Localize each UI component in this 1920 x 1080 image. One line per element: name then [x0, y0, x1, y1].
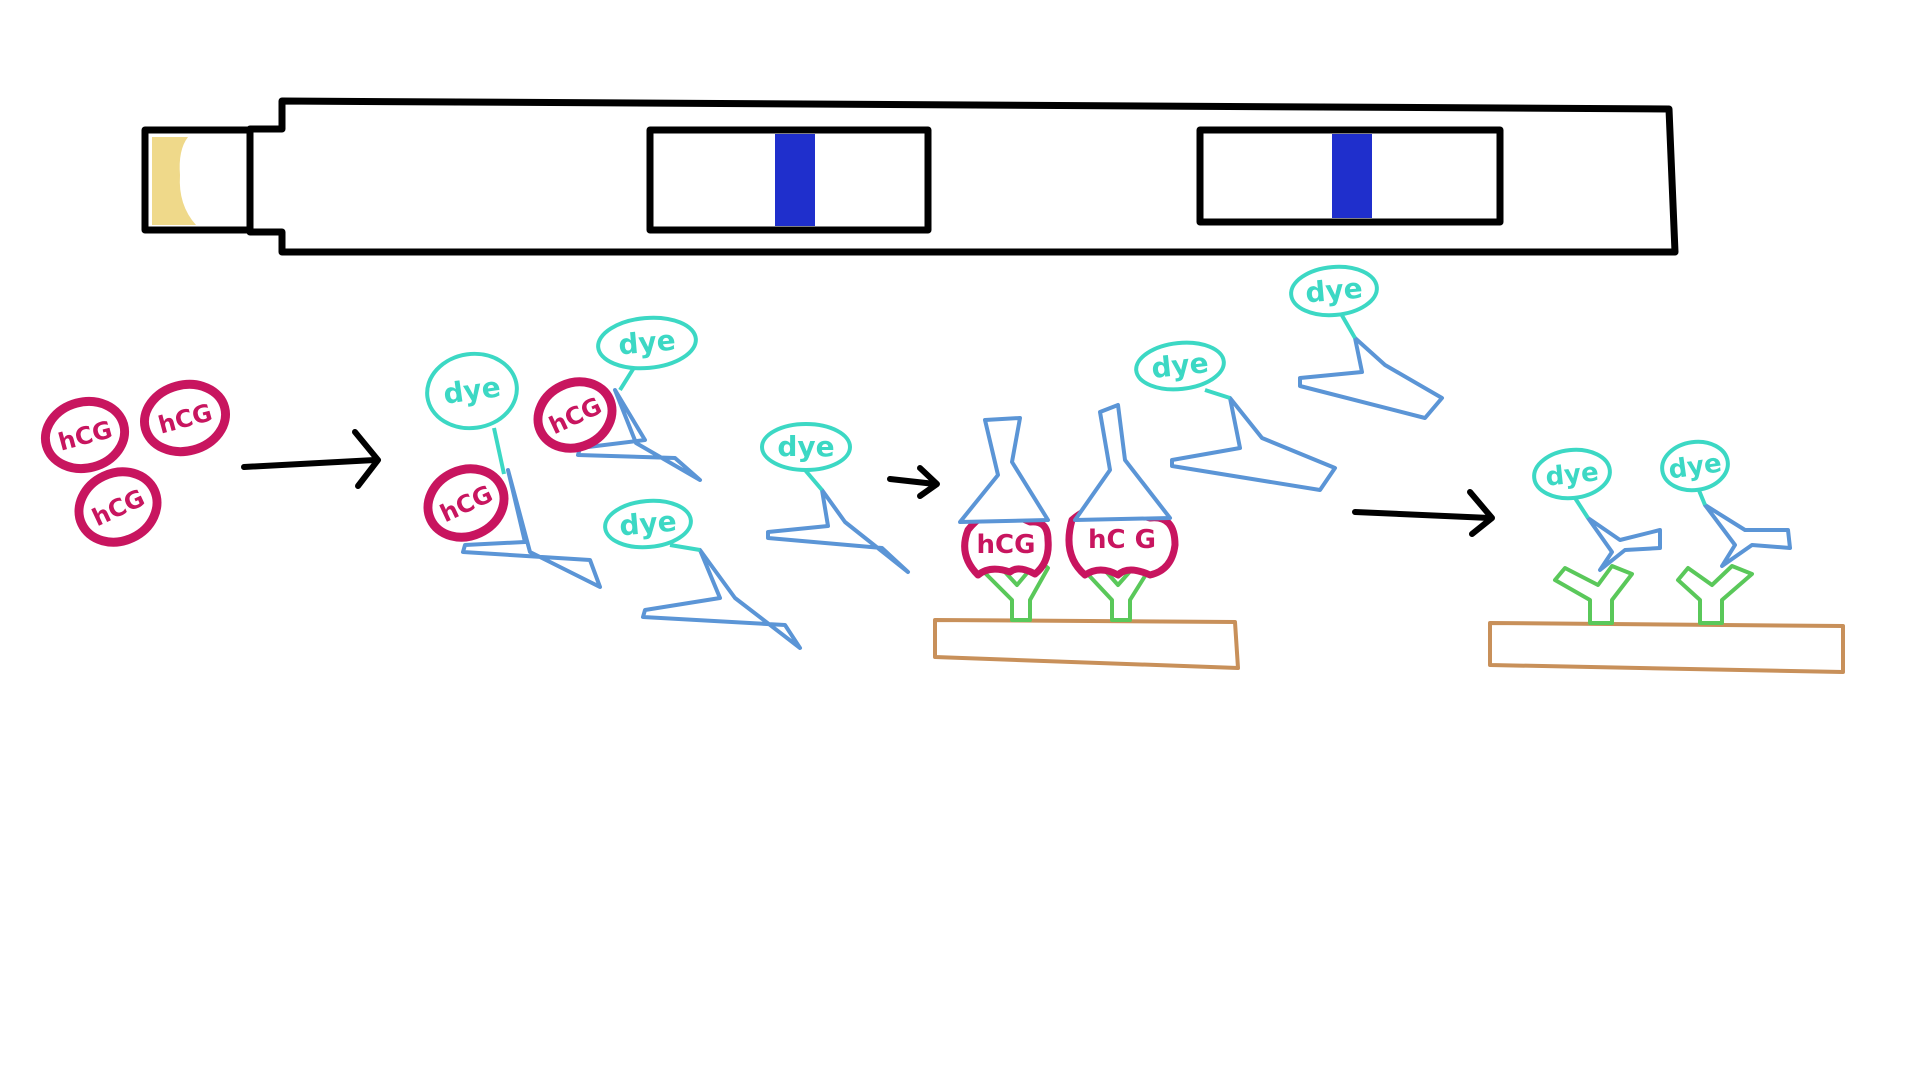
- mobile-antibody: [1170, 396, 1337, 492]
- svg-text:dye: dye: [441, 370, 502, 411]
- mobile-antibody: [766, 488, 910, 574]
- dye-antibody: dye: [603, 498, 802, 650]
- dye-antibody: dye: [760, 422, 910, 574]
- hcg-molecule: hCG: [40, 396, 130, 474]
- dye-antibody: dye: [1289, 264, 1444, 420]
- mobile-antibody: [1703, 503, 1792, 568]
- dye-label: dye: [425, 351, 519, 431]
- mobile-antibody: [958, 416, 1050, 524]
- hcg-molecule: hCG: [423, 464, 509, 542]
- hcg-molecule: hCG: [74, 467, 162, 547]
- svg-text:dye: dye: [617, 324, 677, 362]
- dye-label: dye: [1532, 447, 1612, 501]
- dye-linker: [669, 543, 701, 552]
- dye-linker: [1573, 496, 1590, 520]
- test-line-capture-stage: hCG hC G: [933, 403, 1240, 670]
- free-hcg-group: hCG hCG hCG: [40, 379, 231, 547]
- membrane: [1488, 621, 1845, 674]
- dye-label: dye: [1660, 439, 1730, 493]
- svg-text:dye: dye: [1667, 448, 1724, 485]
- mobile-antibody: [576, 388, 702, 482]
- arrows: [241, 429, 1495, 537]
- dye-antibody-complex: dye hCG: [423, 351, 602, 589]
- dye-antibody-complex: dye hCG: [533, 315, 702, 482]
- dye-label: dye: [603, 498, 693, 550]
- mobile-antibody: [1073, 403, 1172, 522]
- svg-text:dye: dye: [618, 505, 678, 543]
- dye-linker: [492, 427, 506, 475]
- arrow-right: [241, 429, 381, 489]
- mobile-antibody: [1586, 516, 1662, 572]
- mobile-antibody: [641, 548, 802, 650]
- free-antibodies-downstream: dye dye: [1134, 264, 1444, 492]
- mobile-antibody-stage: dye hCG dye hCG dy: [423, 315, 910, 650]
- control-line: [775, 134, 815, 226]
- svg-text:dye: dye: [1150, 346, 1210, 385]
- membrane: [933, 618, 1240, 670]
- dye-linker: [803, 468, 824, 492]
- svg-text:dye: dye: [777, 430, 834, 463]
- svg-text:dye: dye: [1544, 457, 1600, 492]
- sample-pad-fill: [152, 137, 196, 225]
- mobile-antibody: [1298, 336, 1444, 420]
- fixed-antibody: [1676, 564, 1754, 625]
- svg-text:dye: dye: [1304, 272, 1364, 310]
- dye-linker: [1338, 311, 1357, 339]
- fixed-antibody: [1553, 564, 1634, 625]
- dye-linker: [1204, 388, 1231, 400]
- mobile-antibody: [461, 468, 602, 589]
- arrow-right: [1352, 489, 1495, 537]
- control-line-capture-stage: dye dye: [1488, 439, 1845, 674]
- hcg-molecule: hCG: [533, 377, 617, 453]
- svg-text:hCG: hCG: [977, 530, 1036, 560]
- test-line: [1332, 134, 1372, 218]
- dye-antibody: dye: [1660, 439, 1792, 568]
- svg-text:hC G: hC G: [1088, 525, 1156, 555]
- dye-antibody: dye: [1532, 447, 1662, 572]
- hcg-molecule: hCG: [139, 379, 231, 457]
- dye-label: dye: [1289, 264, 1379, 318]
- dye-label: dye: [760, 422, 852, 472]
- dye-label: dye: [1134, 340, 1226, 392]
- test-strip: [141, 97, 1679, 256]
- arrow-right: [887, 465, 940, 499]
- dye-label: dye: [596, 315, 698, 371]
- dye-antibody: dye: [1134, 340, 1337, 492]
